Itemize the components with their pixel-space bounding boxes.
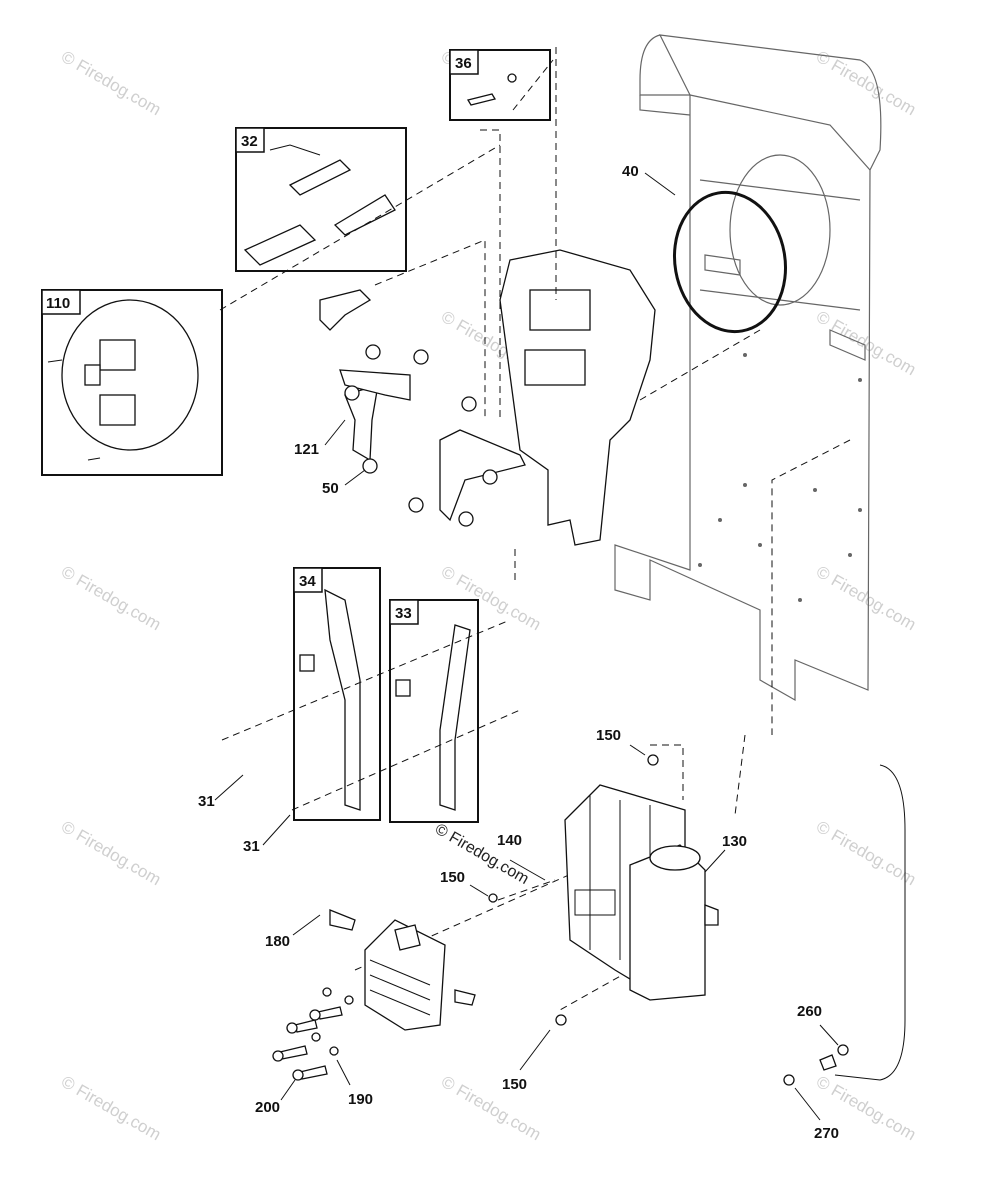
box-label: 110: [46, 295, 70, 312]
leader-lines: [214, 172, 839, 1121]
part-label-150: 150: [596, 727, 621, 744]
part-label-200: 200: [255, 1099, 280, 1116]
watermark-layer: © Firedog.com © Firedog.com © Firedog.co…: [58, 47, 919, 1144]
part-label-190: 190: [348, 1091, 373, 1108]
box-label: 33: [395, 605, 412, 622]
control-box: [564, 784, 719, 1001]
mounting-bracket: [439, 249, 656, 546]
box-label: 32: [241, 133, 258, 150]
part-label-121: 121: [294, 441, 319, 458]
nut-group: [344, 344, 498, 527]
part-label-50: 50: [322, 480, 339, 497]
part-label-31: 31: [198, 793, 215, 810]
assembly-lines: [219, 47, 851, 1011]
callout-box-32: 32: [235, 127, 407, 272]
watermark: © Firedog.com: [438, 1072, 544, 1144]
o-ring: [672, 190, 788, 334]
watermark: © Firedog.com: [813, 47, 919, 119]
watermark: © Firedog.com: [58, 817, 164, 889]
part-label-130: 130: [722, 833, 747, 850]
box-label: 36: [455, 55, 472, 72]
ground-wire: [783, 764, 906, 1086]
part-label-180: 180: [265, 933, 290, 950]
part-label-150: 150: [502, 1076, 527, 1093]
part-labels: 40 121 50 31 31 150 140 130 150 180 150 …: [198, 163, 839, 1142]
part-label-40: 40: [622, 163, 639, 180]
enclosure-panel: [614, 34, 882, 702]
callout-box-36: 36: [449, 49, 551, 121]
callout-box-110: 110: [41, 289, 223, 476]
box-label: 34: [299, 573, 316, 590]
watermark: © Firedog.com: [813, 307, 919, 379]
heat-sink-assembly: [329, 909, 476, 1031]
watermark: © Firedog.com: [813, 562, 919, 634]
watermark: © Firedog.com: [58, 1072, 164, 1144]
watermark: © Firedog.com: [58, 562, 164, 634]
part-label-150: 150: [440, 869, 465, 886]
watermark: © Firedog.com: [813, 817, 919, 889]
callout-box-34: 34: [293, 567, 381, 821]
bracket-arm: [339, 369, 411, 401]
part-label-31: 31: [243, 838, 260, 855]
fastener-group: [272, 754, 659, 1081]
part-label-270: 270: [814, 1125, 839, 1142]
part-label-140: 140: [497, 832, 522, 849]
part-label-260: 260: [797, 1003, 822, 1020]
small-bracket: [319, 289, 372, 331]
callout-box-33: 33: [389, 599, 479, 823]
watermark: © Firedog.com: [58, 47, 164, 119]
